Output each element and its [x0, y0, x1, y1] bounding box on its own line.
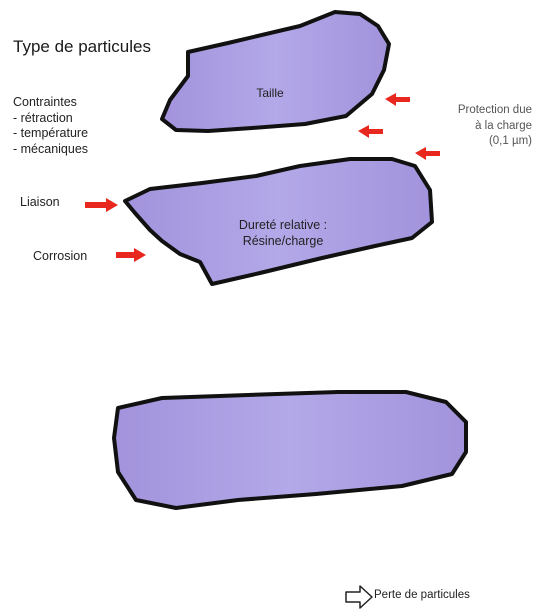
- durete-line: Résine/charge: [218, 233, 348, 249]
- diagram-title: Type de particules: [13, 37, 151, 57]
- particle-top: [162, 12, 389, 131]
- constraints-heading: Contraintes: [13, 95, 88, 111]
- durete-line: Dureté relative :: [218, 217, 348, 233]
- taille-label: Taille: [238, 86, 302, 100]
- arrow-left-icon: [358, 125, 383, 138]
- constraints-list: Contraintes - rétraction - température -…: [13, 95, 88, 157]
- protection-line: à la charge: [404, 119, 532, 135]
- constraint-item: - mécaniques: [13, 142, 88, 158]
- protection-line: (0,1 µm): [404, 134, 532, 150]
- arrow-right-icon: [116, 248, 146, 262]
- hollow-arrow-right-icon: [346, 586, 372, 608]
- corrosion-label: Corrosion: [33, 249, 87, 264]
- particle-bottom: [114, 392, 466, 508]
- protection-label: Protection due à la charge (0,1 µm): [404, 103, 532, 150]
- arrow-right-icon: [85, 198, 118, 212]
- protection-line: Protection due: [404, 103, 532, 119]
- constraint-item: - température: [13, 126, 88, 142]
- perte-legend-label: Perte de particules: [374, 589, 470, 603]
- constraint-item: - rétraction: [13, 111, 88, 127]
- liaison-label: Liaison: [20, 195, 60, 210]
- durete-label: Dureté relative : Résine/charge: [218, 217, 348, 249]
